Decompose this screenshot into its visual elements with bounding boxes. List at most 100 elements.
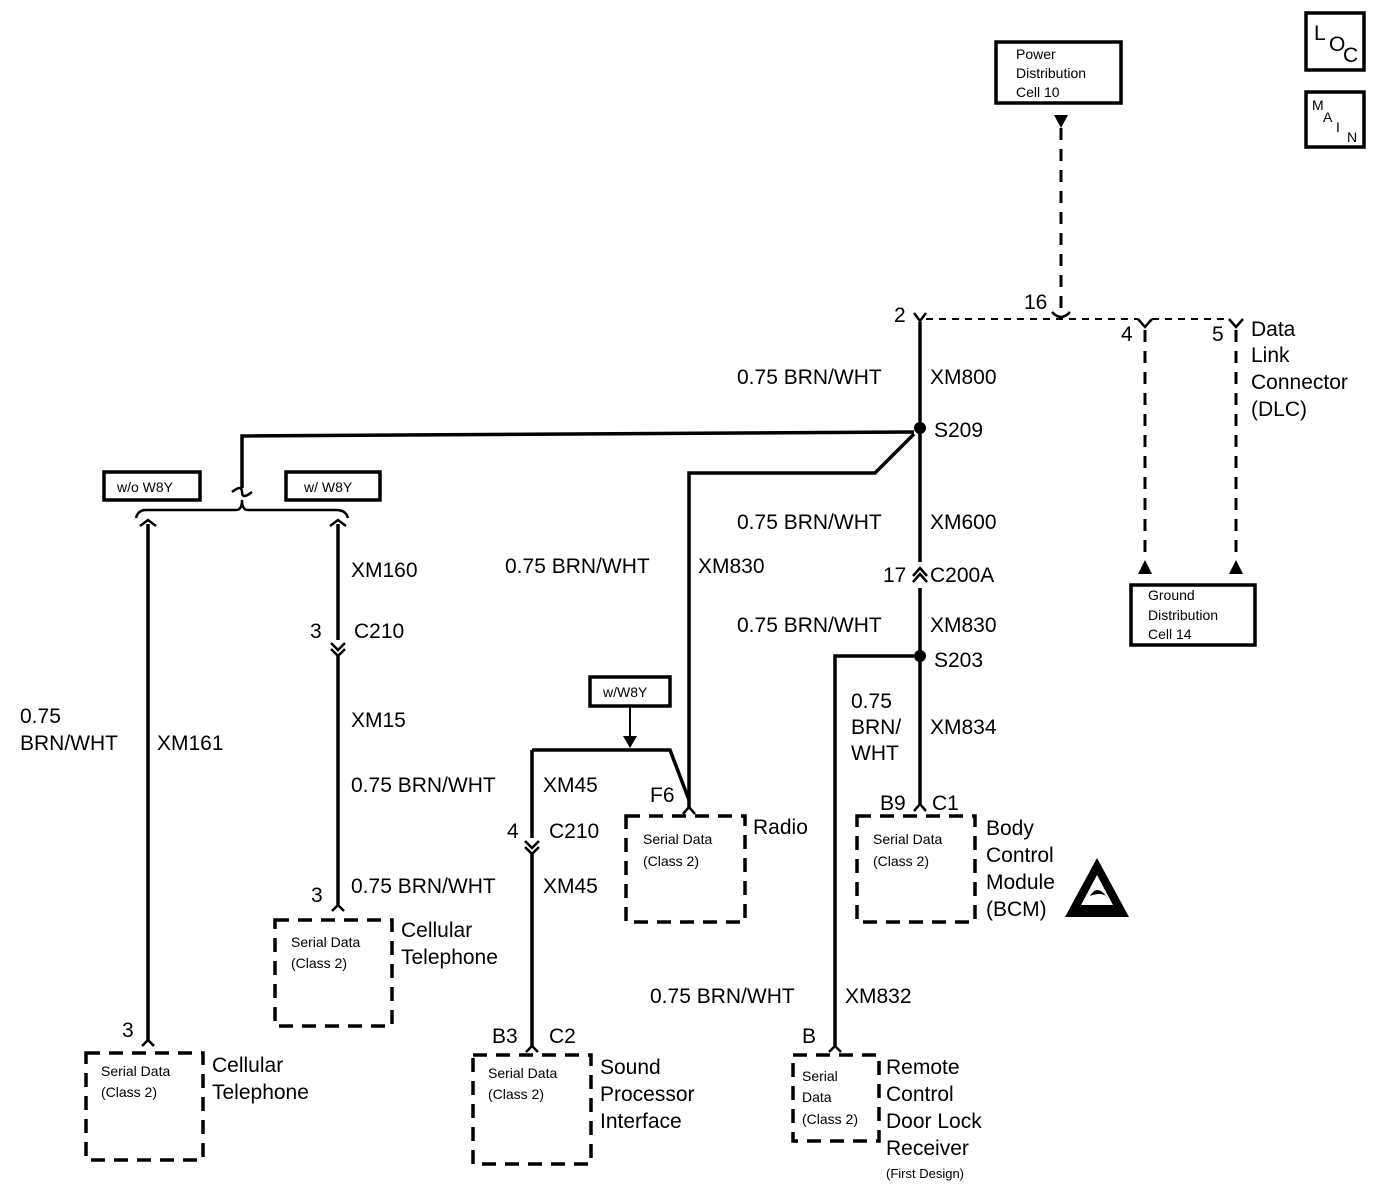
c210-phone-label: C210 [354, 620, 404, 643]
svg-text:Cellular: Cellular [401, 919, 472, 942]
wire-xm830-radio [687, 432, 916, 808]
wire-xm832-gauge: 0.75 BRN/WHT [650, 985, 795, 1008]
module-radio[interactable]: Serial Data (Class 2) [624, 814, 747, 924]
svg-text:L: L [1314, 22, 1326, 45]
rcdlr-pin: B [802, 1025, 816, 1048]
wire-xm800-gauge: 0.75 BRN/WHT [737, 366, 882, 389]
svg-text:Door Lock: Door Lock [886, 1110, 982, 1133]
svg-text:Interface: Interface [600, 1110, 682, 1133]
svg-text:A: A [1323, 109, 1333, 125]
power-arrow-icon [1054, 115, 1068, 128]
dlc-label: Data Link Connector (DLC) [1251, 318, 1348, 421]
wire-sound-to-radio [532, 748, 691, 801]
module-remote-control-door-lock-receiver-name: Remote Control Door Lock Receiver (First… [886, 1056, 982, 1181]
wire-xm600-circuit: XM600 [930, 511, 997, 534]
wire-xm600-gauge: 0.75 BRN/WHT [737, 511, 882, 534]
wire-xm830-radio-gauge: 0.75 BRN/WHT [505, 555, 650, 578]
wire-xm15-circuit: XM15 [351, 709, 406, 732]
bcm-pin: B9 [880, 792, 906, 815]
module-body-control-module[interactable]: Serial Data (Class 2) [855, 814, 977, 924]
wire-xm830-circuit: XM830 [930, 614, 997, 637]
svg-text:Power: Power [1016, 46, 1056, 62]
svg-text:Serial Data: Serial Data [873, 831, 942, 847]
wire-xm834-gauge: 0.75 BRN/ WHT [851, 690, 901, 765]
dlc-pin5-connector [1228, 318, 1244, 329]
dlc-pin-2: 2 [894, 304, 906, 327]
option-with-w8y-radio[interactable]: w/W8Y [588, 675, 672, 708]
svg-text:(DLC): (DLC) [1251, 398, 1307, 421]
c210-phone-pin: 3 [310, 620, 322, 643]
svg-text:Cell 10: Cell 10 [1016, 84, 1060, 100]
wire-xm45-lower-gauge: 0.75 BRN/WHT [351, 875, 496, 898]
module-cellular-telephone-left-name: Cellular Telephone [212, 1054, 309, 1104]
module-body-control-module-name: Body Control Module (BCM) [986, 817, 1055, 921]
c210-sound-pin: 4 [507, 820, 519, 843]
svg-text:Distribution: Distribution [1016, 65, 1086, 81]
wire-xm45-upper-gauge: 0.75 BRN/WHT [351, 774, 496, 797]
bcm-pin-connector [913, 802, 927, 812]
module-cellular-telephone-left[interactable]: Serial Data (Class 2) [84, 1051, 205, 1162]
option-split-symbol [231, 486, 253, 498]
ground-arrow-icon [1229, 560, 1243, 574]
svg-text:(Class 2): (Class 2) [643, 853, 699, 869]
svg-text:0.75: 0.75 [20, 705, 61, 728]
rcdlr-pin-connector [828, 1044, 842, 1053]
radio-pin-connector [682, 805, 696, 815]
svg-text:Connector: Connector [1251, 371, 1348, 394]
svg-text:Serial Data: Serial Data [291, 934, 360, 950]
option-with-w8y[interactable]: w/ W8Y [284, 470, 382, 502]
ground-arrow-icon [1138, 560, 1152, 574]
wire-s209-to-phone-options [240, 430, 915, 488]
phone-mid-pin-connector [331, 903, 345, 912]
svg-text:Cellular: Cellular [212, 1054, 283, 1077]
svg-text:Remote: Remote [886, 1056, 960, 1079]
wire-xm832-circuit: XM832 [845, 985, 912, 1008]
svg-text:Telephone: Telephone [401, 946, 498, 969]
svg-text:BRN/WHT: BRN/WHT [20, 732, 118, 755]
wire-xm161-circuit: XM161 [157, 732, 224, 755]
phone-left-pin: 3 [122, 1019, 134, 1042]
svg-text:Serial Data: Serial Data [101, 1063, 170, 1079]
module-sound-processor-interface[interactable]: Serial Data (Class 2) [471, 1053, 593, 1166]
svg-text:Control: Control [886, 1083, 954, 1106]
svg-text:Data: Data [1251, 318, 1296, 341]
connector-c210-phone [330, 642, 346, 658]
main-icon[interactable]: M A I N [1304, 90, 1366, 149]
option-without-w8y[interactable]: w/o W8Y [102, 470, 202, 502]
module-cellular-telephone-mid[interactable]: Serial Data (Class 2) [273, 918, 394, 1028]
wire-xm800-circuit: XM800 [930, 366, 997, 389]
svg-text:(First Design): (First Design) [886, 1166, 964, 1181]
module-cellular-telephone-mid-name: Cellular Telephone [401, 919, 498, 969]
phone-mid-pin: 3 [311, 884, 323, 907]
esd-warning-icon [1065, 858, 1129, 917]
c200a-label: C200A [930, 564, 994, 587]
svg-text:w/ W8Y: w/ W8Y [303, 479, 353, 495]
svg-text:Ground: Ground [1148, 587, 1195, 603]
svg-text:Serial Data: Serial Data [643, 831, 712, 847]
svg-text:Data: Data [802, 1089, 832, 1105]
loc-icon[interactable]: L O C [1304, 11, 1366, 72]
svg-text:Serial Data: Serial Data [488, 1065, 557, 1081]
dlc-pin-16: 16 [1024, 291, 1047, 314]
svg-text:I: I [1336, 119, 1340, 135]
option-brace [134, 499, 350, 519]
connector-c210-sound [524, 840, 540, 856]
splice-s209-label: S209 [934, 419, 983, 442]
module-radio-name: Radio [753, 816, 808, 839]
power-distribution-box[interactable]: Power Distribution Cell 10 [994, 40, 1123, 105]
sound-connector: C2 [549, 1025, 576, 1048]
svg-text:BRN/: BRN/ [851, 716, 901, 739]
svg-text:Module: Module [986, 871, 1055, 894]
ground-distribution-box[interactable]: Ground Distribution Cell 14 [1129, 583, 1257, 647]
svg-text:Receiver: Receiver [886, 1137, 969, 1160]
wire-xm45-upper-circuit: XM45 [543, 774, 598, 797]
dlc-pin-5: 5 [1212, 323, 1224, 346]
c200a-pin: 17 [883, 564, 906, 587]
svg-text:Serial: Serial [802, 1068, 838, 1084]
sound-pin: B3 [492, 1025, 518, 1048]
svg-text:Processor: Processor [600, 1083, 695, 1106]
dlc-pin4-connector [1137, 318, 1153, 329]
module-remote-control-door-lock-receiver[interactable]: Serial Data (Class 2) [791, 1053, 881, 1143]
svg-text:Telephone: Telephone [212, 1081, 309, 1104]
